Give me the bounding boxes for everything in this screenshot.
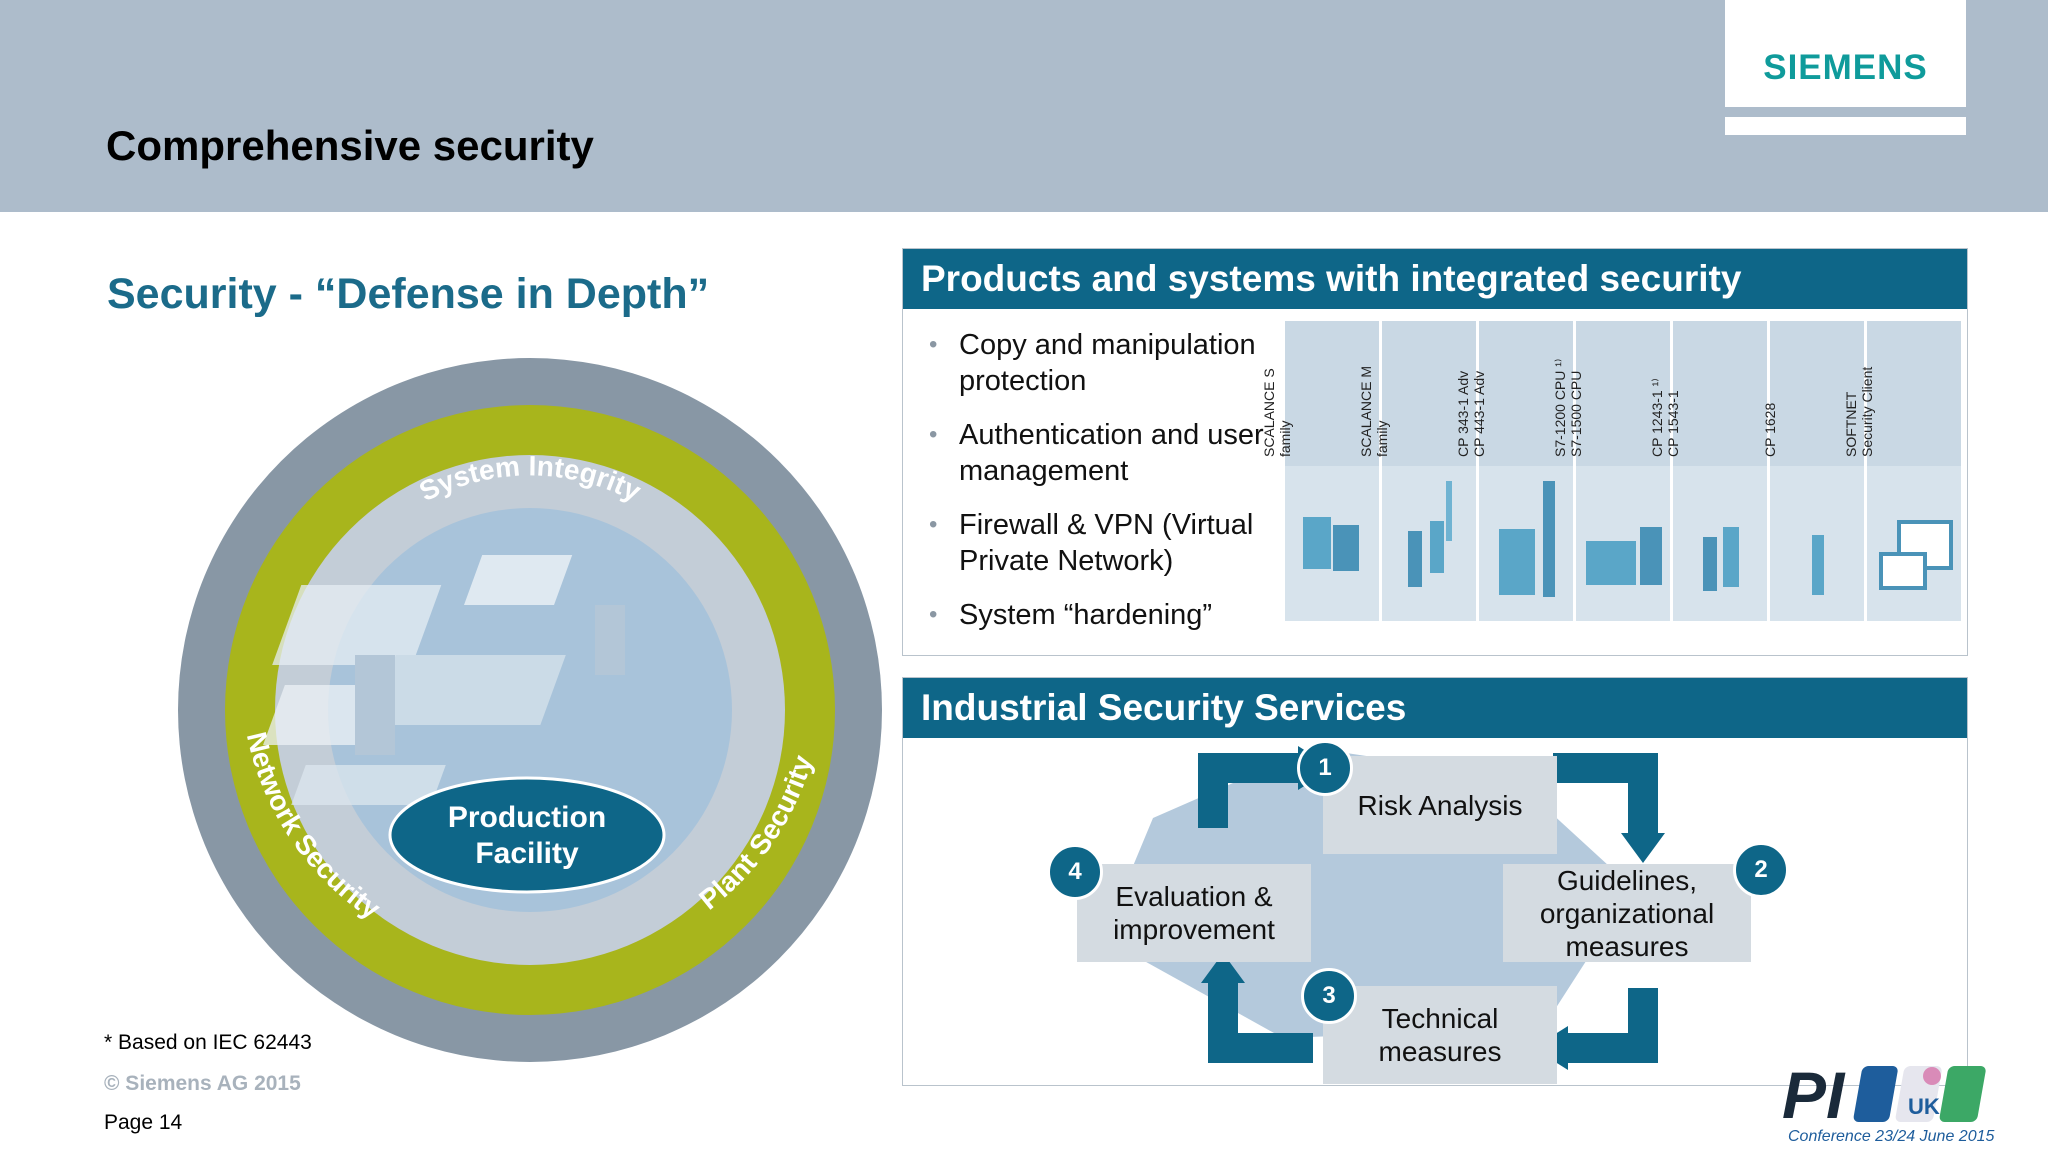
- step-label: Risk Analysis: [1357, 789, 1523, 821]
- list-item: System “hardening”: [925, 597, 1285, 633]
- scalance-m-device-icon: [1408, 481, 1452, 587]
- step-number-badge: 4: [1047, 844, 1103, 900]
- list-item: Firewall & VPN (Virtual Private Network): [925, 507, 1285, 579]
- cycle-arrow-2-3: [1563, 988, 1658, 1063]
- page-number: Page 14: [104, 1111, 183, 1134]
- defense-rings-diagram: Production Facility System Integrity Net…: [178, 358, 882, 1062]
- pi-uk-logo: PI UK: [1782, 1058, 1986, 1128]
- products-panel: Products and systems with integrated sec…: [902, 248, 1968, 656]
- list-item: Authentication and user management: [925, 417, 1285, 489]
- uk-text: UK: [1908, 1094, 1940, 1119]
- copyright: © Siemens AG 2015: [104, 1072, 301, 1095]
- slide-title: Comprehensive security: [106, 122, 594, 169]
- step-risk-analysis: Risk Analysis: [1323, 756, 1557, 854]
- cycle-arrow-4-1: [1198, 753, 1303, 828]
- step-technical-measures: Technical measures: [1323, 986, 1557, 1084]
- logo-dot: [1923, 1067, 1941, 1085]
- scalance-s-device-icon: [1303, 517, 1359, 571]
- center-label-line2: Facility: [475, 837, 579, 870]
- production-facility-core: [388, 776, 666, 894]
- cp-1628-device-icon: [1812, 535, 1824, 595]
- cp-1243-device-icon: [1703, 527, 1739, 591]
- cycle-arrow-1-2: [1553, 753, 1658, 838]
- siemens-logo: SIEMENS: [1763, 48, 1928, 87]
- header-bar: [0, 0, 2048, 212]
- step-label: Technical measures: [1378, 1003, 1502, 1067]
- product-cp-1628: CP 1628: [1762, 321, 1864, 621]
- step-guidelines: Guidelines, organizational measures: [1503, 864, 1751, 962]
- product-label: S7-1200 CPU ¹⁾S7-1500 CPU: [1552, 358, 1584, 457]
- softnet-client-icon: [1879, 520, 1953, 590]
- product-label: CP 1628: [1762, 402, 1778, 457]
- product-label: CP 1243-1 ¹⁾CP 1543-1: [1649, 378, 1681, 457]
- factory-illustration: [263, 555, 625, 805]
- cp-343-device-icon: [1499, 481, 1555, 597]
- step-evaluation: Evaluation & improvement: [1077, 864, 1311, 962]
- s7-cpu-device-icon: [1586, 527, 1662, 585]
- logo-panel: [1725, 0, 1966, 107]
- step-number-badge: 2: [1733, 842, 1789, 898]
- logo-strip: [1725, 117, 1966, 135]
- step-number-badge: 1: [1297, 740, 1353, 796]
- arrow-head-icon: [1621, 833, 1665, 863]
- center-label-line1: Production: [448, 801, 606, 834]
- step-number-badge: 3: [1301, 968, 1357, 1024]
- step-label: Evaluation & improvement: [1113, 881, 1275, 945]
- cycle-arrow-3-4: [1208, 978, 1313, 1063]
- footnote: * Based on IEC 62443: [104, 1031, 312, 1054]
- logo-tile-green: [1939, 1066, 1986, 1122]
- product-cp-1243: CP 1243-1 ¹⁾CP 1543-1: [1649, 321, 1767, 621]
- list-item: Copy and manipulation protection: [925, 327, 1285, 399]
- services-panel-title: Industrial Security Services: [903, 678, 1967, 738]
- logo-tile-blue: [1853, 1066, 1898, 1122]
- arrow-head-icon: [1201, 953, 1245, 983]
- product-s7-cpu: S7-1200 CPU ¹⁾S7-1500 CPU: [1552, 321, 1670, 621]
- services-panel: Industrial Security Services Risk Analys…: [902, 677, 1968, 1086]
- security-feature-list: Copy and manipulation protection Authent…: [925, 327, 1285, 651]
- conference-caption: Conference 23/24 June 2015: [1788, 1128, 1995, 1145]
- step-label: Guidelines, organizational measures: [1539, 864, 1715, 962]
- products-panel-title: Products and systems with integrated sec…: [903, 249, 1967, 309]
- defense-heading: Security - “Defense in Depth”: [107, 270, 710, 318]
- pi-logo-text: PI: [1782, 1058, 1846, 1128]
